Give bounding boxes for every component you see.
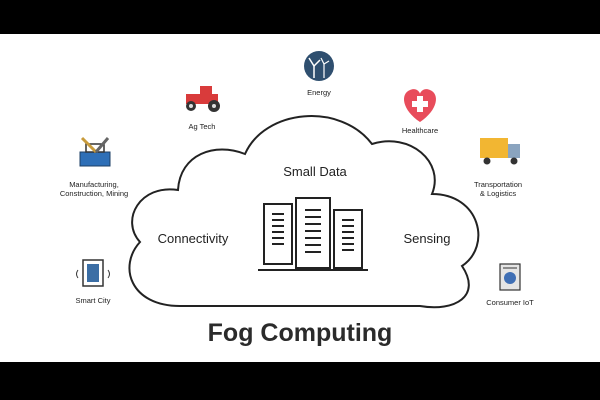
transportation-label: Transportation & Logistics: [466, 180, 530, 198]
sensing-label: Sensing: [403, 231, 451, 246]
toolbox-icon: [79, 136, 111, 167]
letterbox-top: [0, 0, 600, 34]
tractor-icon: [186, 86, 220, 112]
appliance-icon: [499, 263, 521, 291]
manufacturing-label: Manufacturing, Construction, Mining: [52, 180, 136, 198]
heart-medical-icon: [404, 89, 436, 122]
manufacturing-label-line2: Construction, Mining: [59, 189, 129, 198]
healthcare-label: Healthcare: [401, 126, 439, 135]
agtech-label: Ag Tech: [188, 122, 216, 131]
manufacturing-label-line1: Manufacturing,: [69, 180, 119, 189]
wind-turbine-icon: [304, 51, 334, 81]
diagram-canvas: Energy Ag Tech Healthcare Manufacturing,…: [0, 34, 600, 362]
transportation-label-line2: & Logistics: [479, 189, 517, 198]
smartcity-label: Smart City: [75, 296, 111, 305]
connectivity-label: Connectivity: [157, 231, 229, 246]
small-data-label: Small Data: [283, 164, 347, 179]
truck-icon: [480, 138, 520, 165]
page-title: Fog Computing: [207, 319, 393, 347]
transportation-label-line1: Transportation: [473, 180, 523, 189]
letterbox-bottom: [0, 362, 600, 400]
server-rack-icon: [258, 197, 368, 271]
consumeriot-label: Consumer IoT: [486, 298, 534, 307]
smart-door-icon: [76, 259, 110, 287]
energy-label: Energy: [307, 88, 331, 97]
diagram-svg: [76, 51, 521, 309]
